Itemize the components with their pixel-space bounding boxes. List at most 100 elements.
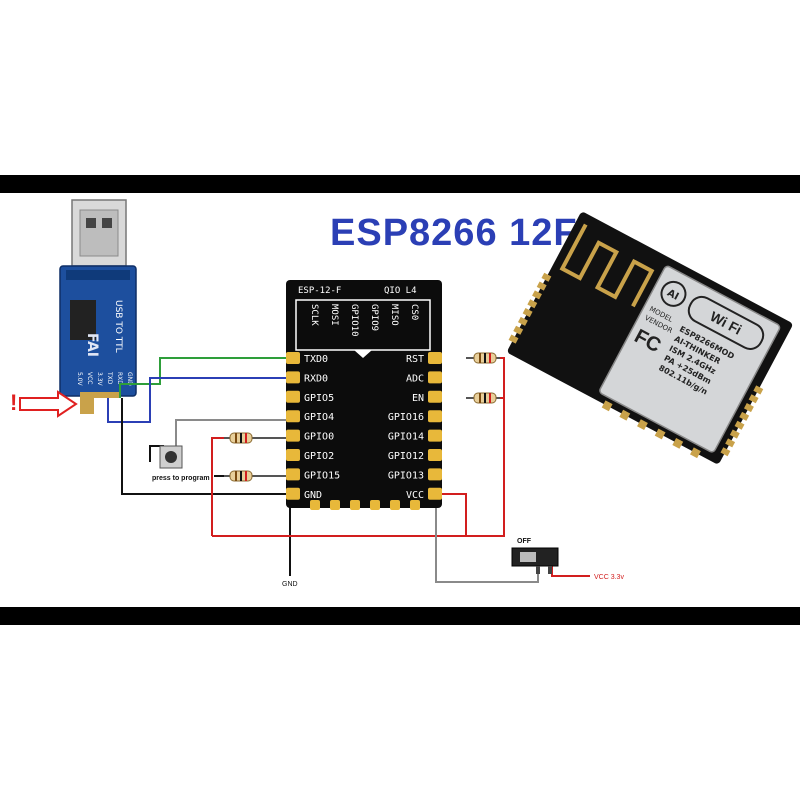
photo-pad xyxy=(522,308,533,318)
wire-black-button xyxy=(149,445,164,462)
usb-pin-label: TXD xyxy=(106,371,113,385)
module-right-pin-label: RST xyxy=(406,354,424,365)
photo-pad xyxy=(654,428,666,440)
module-right-pad xyxy=(428,352,442,364)
wire-switch-vcc xyxy=(551,566,590,577)
usb-pin-label: 3.3V xyxy=(96,372,103,387)
photo-pad xyxy=(513,325,524,335)
photo-pad xyxy=(729,429,740,439)
photo-pad xyxy=(601,400,613,412)
photo-pad xyxy=(517,316,528,326)
module-bottom-pad xyxy=(390,500,400,510)
top-black-bar xyxy=(0,175,800,193)
resistor-rst xyxy=(466,352,500,364)
usb-pin-label: VCC xyxy=(86,372,93,384)
module-right-pin-label: ADC xyxy=(406,373,424,384)
photo-pad xyxy=(527,299,538,309)
wire-vcc-gray xyxy=(435,494,539,583)
photo-pad xyxy=(672,437,684,449)
photo-pad xyxy=(508,334,519,344)
power-switch xyxy=(511,547,559,574)
module-bottom-pad xyxy=(330,500,340,510)
module-bottom-pad xyxy=(410,500,420,510)
module-right-pad xyxy=(428,468,442,481)
module-left-pin-label: GPIO4 xyxy=(304,412,334,423)
module-left-pad xyxy=(286,487,300,500)
module-right-pin-label: GPIO14 xyxy=(388,432,424,443)
photo-pad xyxy=(725,438,736,448)
wires xyxy=(107,357,590,583)
resistor-gpio15 xyxy=(224,470,296,482)
photo-pad xyxy=(532,290,542,300)
module-left-pad xyxy=(286,371,300,384)
module-left-pad xyxy=(286,352,300,364)
resistors xyxy=(224,352,500,482)
module-left-pin-label: GPIO5 xyxy=(304,393,334,404)
gnd-label: GND xyxy=(282,581,298,588)
warning-mark: ! xyxy=(10,390,17,415)
module-right-pin-label: GPIO13 xyxy=(388,470,424,481)
usb-pin-label: GND xyxy=(126,372,133,386)
module-left-pin-label: RXD0 xyxy=(304,373,328,384)
module-left-pad xyxy=(286,468,300,481)
svg-text:AI: AI xyxy=(665,288,680,303)
wire-red-left xyxy=(211,437,230,536)
module-top-pin-label: CS0 xyxy=(409,304,419,320)
module-top-pin-label: GPIO10 xyxy=(349,304,359,337)
module-header-right: QIO L4 xyxy=(384,286,417,296)
module-right-pad xyxy=(428,487,442,500)
module-bottom-pad xyxy=(310,500,320,510)
module-left-pin-label: GND xyxy=(304,490,322,501)
photo-pad xyxy=(720,447,731,457)
photo-pad xyxy=(536,281,547,291)
vcc-label: VCC 3.3v xyxy=(594,574,624,581)
esp8266-module-photo: AI Wi Fi MODEL VENDOR FC ESP8266MODAI-TH… xyxy=(507,212,793,464)
module-top-pin-label: MOSI xyxy=(329,304,339,326)
resistor-gpio0 xyxy=(224,432,296,444)
module-left-pad xyxy=(286,449,300,461)
photo-pad xyxy=(743,403,754,413)
module-bottom-pad xyxy=(370,500,380,510)
module-left-pad xyxy=(286,410,300,423)
program-button xyxy=(159,445,183,469)
module-left-pad xyxy=(286,429,300,442)
usb-pin-connector xyxy=(80,398,94,414)
module-left-pin-label: GPIO15 xyxy=(304,470,340,481)
diagram-title: ESP8266 12F xyxy=(330,212,578,254)
photo-pad xyxy=(748,394,759,404)
module-bottom-pad xyxy=(350,500,360,510)
usb-pin-label: 5.0V xyxy=(76,372,83,387)
photo-pad xyxy=(637,419,648,431)
module-top-pin-label: MISO xyxy=(389,304,399,326)
usb-ttl-logo: FAI xyxy=(84,333,100,357)
module-top-pin-label: GPIO9 xyxy=(369,304,379,331)
module-right-pin-label: EN xyxy=(412,393,424,404)
usb-ttl-label: USB TO TTL xyxy=(113,300,123,353)
module-right-pin-label: VCC xyxy=(406,490,424,501)
usb-ttl-chip xyxy=(70,300,96,340)
module-right-pin-label: GPIO16 xyxy=(388,412,424,423)
switch-label: OFF xyxy=(517,538,532,545)
photo-pad xyxy=(690,447,701,459)
photo-pad xyxy=(753,385,764,395)
module-left-pin-label: GPIO0 xyxy=(304,432,334,443)
resistor-en xyxy=(466,392,500,404)
module-right-pin-label: GPIO12 xyxy=(388,451,424,462)
module-header-left: ESP-12-F xyxy=(298,286,341,296)
wire-green xyxy=(119,357,296,398)
photo-pad xyxy=(619,409,631,421)
module-right-pad xyxy=(428,429,442,442)
module-left-pad xyxy=(286,390,300,403)
photo-pad xyxy=(739,411,750,421)
warning-arrow xyxy=(19,390,78,418)
button-label: press to program xyxy=(152,475,210,482)
module-right-pad xyxy=(428,449,442,461)
bottom-black-bar xyxy=(0,607,800,625)
module-right-pad xyxy=(428,390,442,403)
photo-pad xyxy=(541,272,552,282)
wire-vcc-red xyxy=(440,493,467,536)
photo-pad xyxy=(734,420,745,430)
